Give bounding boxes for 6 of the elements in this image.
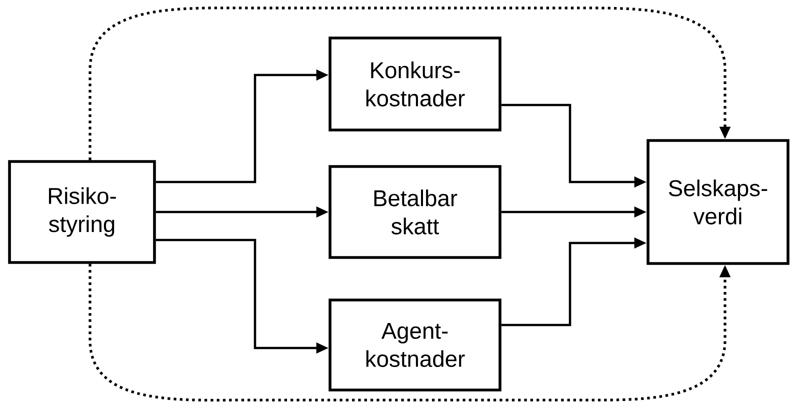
arrow bbox=[88, 6, 731, 160]
process-box: Selskaps- verdi bbox=[646, 139, 790, 265]
process-box: Konkurs- kostnader bbox=[328, 36, 502, 132]
process-box: Risiko- styring bbox=[8, 160, 156, 264]
process-box: Agent- kostnader bbox=[328, 298, 502, 392]
process-box: Betalbar skatt bbox=[328, 165, 502, 259]
